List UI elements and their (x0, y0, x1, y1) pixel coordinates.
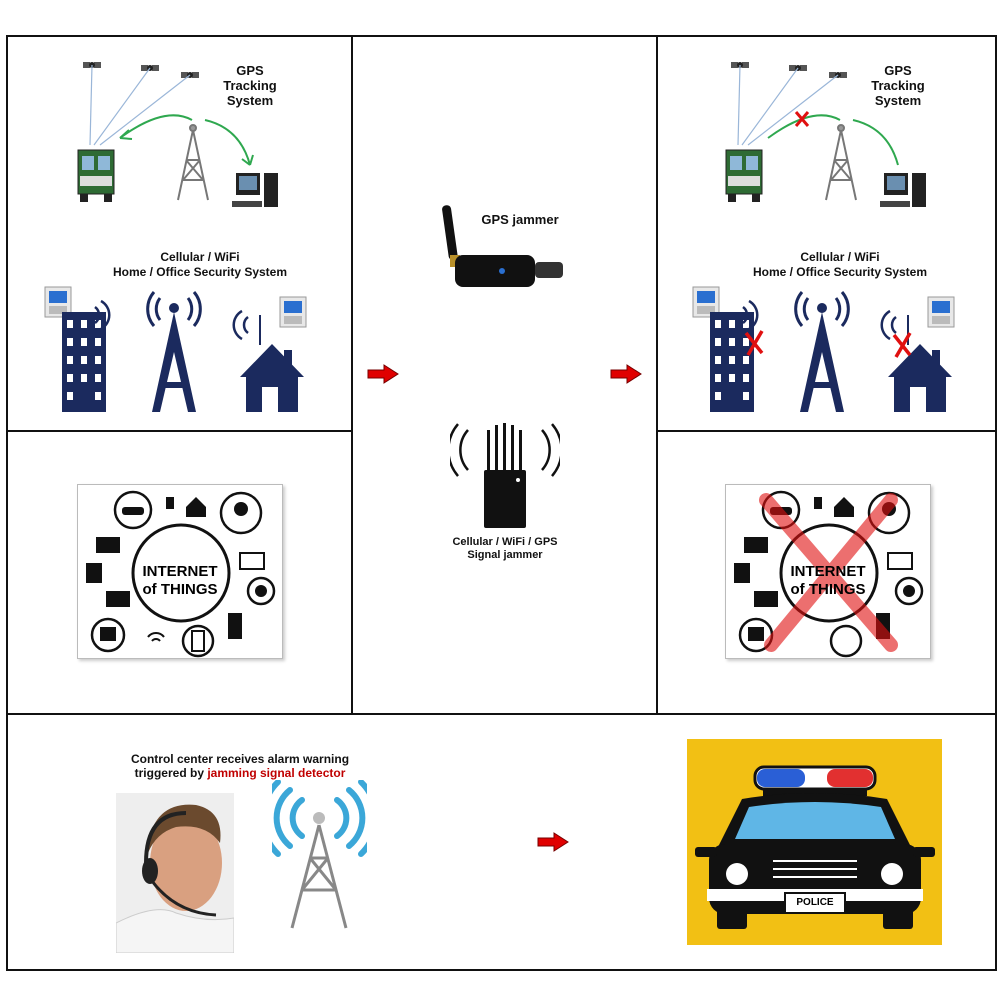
caption-line: Control center receives alarm warning (130, 752, 350, 766)
police-car-icon (695, 765, 935, 929)
arrow-right-icon (610, 364, 642, 384)
signal-jammer-label: Cellular / WiFi / GPS Signal jammer (425, 536, 585, 562)
security-title: Cellular / WiFi Home / Office Security S… (720, 250, 960, 280)
gps-jammer-label: GPS jammer (481, 212, 559, 227)
security-title-line: Cellular / WiFi (800, 250, 880, 264)
security-system-illustration (44, 286, 307, 414)
iot-line: of THINGS (142, 581, 218, 598)
caption-line: triggered by jamming signal detector (115, 766, 365, 780)
gps-title: GPS Tracking System (858, 63, 938, 108)
police-plate-label: POLICE (796, 897, 834, 908)
signal-jammer-line: Cellular / WiFi / GPS (452, 536, 558, 548)
gps-title: GPS Tracking System (210, 63, 290, 108)
gps-title-line: GPS (884, 63, 912, 78)
arrow-right-icon (537, 832, 569, 852)
police-car-illustration: POLICE (687, 739, 942, 945)
diagram-frame (6, 35, 997, 971)
arrow-right-icon (367, 364, 399, 384)
security-title: Cellular / WiFi Home / Office Security S… (80, 250, 320, 280)
detector-tower-icon (272, 780, 367, 929)
divider (6, 430, 352, 432)
gps-title-line: System (874, 93, 922, 108)
caption-highlight: jamming signal detector (207, 766, 346, 780)
divider (657, 430, 997, 432)
iot-line: of THINGS (790, 581, 866, 598)
iot-line: INTERNET (790, 563, 866, 580)
security-system-jammed-illustration (692, 286, 955, 414)
control-center-caption: Control center receives alarm warning tr… (115, 752, 365, 780)
cross-icon (794, 111, 810, 127)
large-cross-icon (759, 493, 898, 652)
gps-title-line: GPS (236, 63, 264, 78)
gps-tracking-illustration (77, 62, 278, 207)
iot-icons (86, 490, 276, 658)
signal-jammer-device (450, 423, 560, 528)
gps-title-line: Tracking (871, 78, 925, 93)
gps-title-line: System (226, 93, 274, 108)
divider (6, 713, 997, 715)
iot-line: INTERNET (142, 563, 218, 580)
signal-jammer-line: Signal jammer (467, 549, 543, 561)
divider (656, 35, 658, 714)
gps-title-line: Tracking (223, 78, 277, 93)
caption-prefix: triggered by (134, 766, 208, 780)
divider (351, 35, 353, 714)
security-title-line: Home / Office Security System (752, 265, 928, 279)
gps-tracking-jammed-illustration (725, 62, 926, 207)
operator-photo (116, 793, 234, 953)
security-title-line: Home / Office Security System (112, 265, 288, 279)
gps-jammer-device (442, 205, 563, 287)
security-title-line: Cellular / WiFi (160, 250, 240, 264)
